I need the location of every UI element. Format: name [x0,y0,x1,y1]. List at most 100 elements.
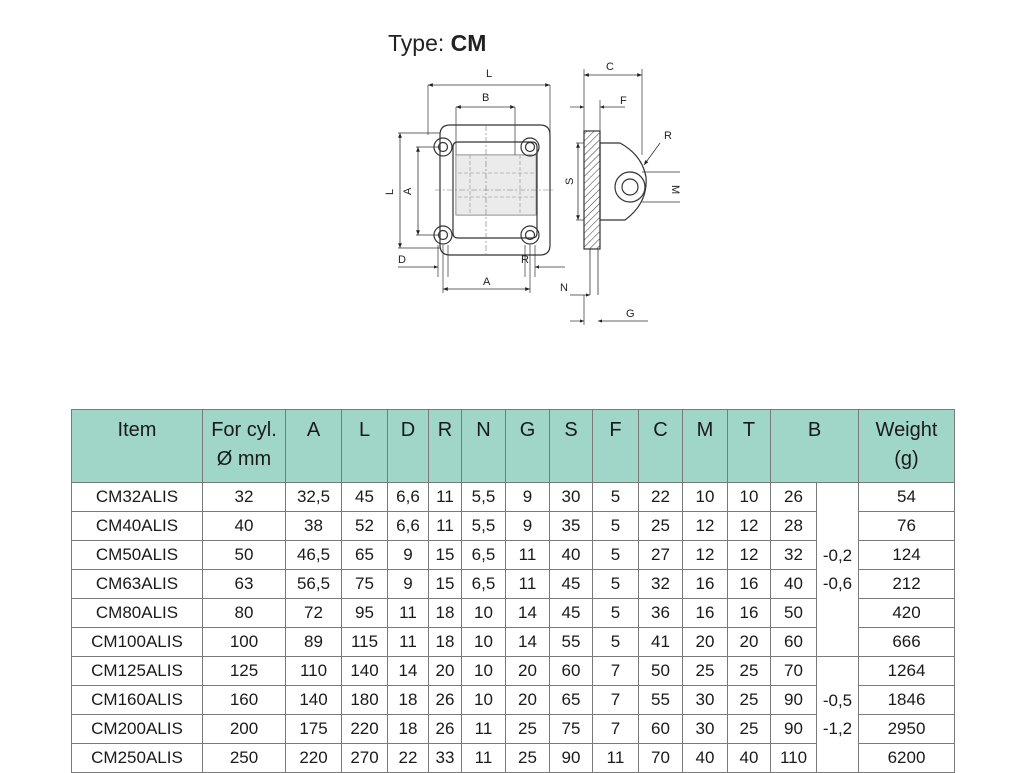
cell-b: 32 [770,540,817,570]
cell-g: 9 [505,511,550,541]
cell-weight: 1846 [858,685,955,715]
cell-a: 140 [285,685,342,715]
col-a: A [285,409,342,483]
col-c: C [638,409,683,483]
cell-s: 30 [549,482,593,512]
col-weight: Weight (g) [858,409,955,483]
cell-n: 11 [461,743,506,773]
cell-item: CM32ALIS [71,482,203,512]
label-A-bottom: A [483,276,491,288]
label-F: F [620,95,627,107]
cell-c: 41 [638,627,683,657]
cell-b: 50 [770,598,817,628]
cell-n: 10 [461,598,506,628]
cell-s: 90 [549,743,593,773]
cell-a: 110 [285,656,342,686]
cell-f: 5 [592,627,639,657]
cell-m: 12 [682,540,728,570]
col-for-cyl-line2: Ø mm [216,448,272,470]
cell-cyl: 32 [202,482,286,512]
cell-l: 115 [341,627,388,657]
col-g: G [505,409,550,483]
col-for-cyl: For cyl. Ø mm [202,409,286,483]
cell-weight: 212 [858,569,955,599]
cell-l: 65 [341,540,388,570]
cell-r: 11 [428,511,462,541]
cell-r: 15 [428,540,462,570]
cell-s: 45 [549,598,593,628]
cell-weight: 76 [858,511,955,541]
cell-a: 220 [285,743,342,773]
cell-g: 14 [505,598,550,628]
label-R-side: R [664,130,672,142]
cell-f: 5 [592,540,639,570]
label-N: N [560,282,568,294]
cell-a: 38 [285,511,342,541]
cell-l: 95 [341,598,388,628]
cell-b: 28 [770,511,817,541]
cell-a: 32,5 [285,482,342,512]
cell-g: 9 [505,482,550,512]
cell-s: 75 [549,714,593,744]
cell-t: 25 [727,714,771,744]
cell-b: 90 [770,714,817,744]
cell-cyl: 63 [202,569,286,599]
label-L-side: L [384,189,396,195]
cell-b: 26 [770,482,817,512]
cell-c: 70 [638,743,683,773]
cell-r: 15 [428,569,462,599]
cell-f: 7 [592,656,639,686]
cell-a: 46,5 [285,540,342,570]
cell-d: 9 [387,569,429,599]
col-n: N [461,409,506,483]
cell-f: 5 [592,482,639,512]
label-S: S [564,178,576,185]
cell-s: 35 [549,511,593,541]
type-code: CM [450,30,487,56]
cell-d: 14 [387,656,429,686]
cell-b: 40 [770,569,817,599]
cell-g: 11 [505,569,550,599]
tolerance-upper: -0,5 [822,690,853,710]
cell-b: 60 [770,627,817,657]
cell-g: 25 [505,714,550,744]
cell-c: 27 [638,540,683,570]
cell-t: 16 [727,569,771,599]
cell-t: 10 [727,482,771,512]
cell-n: 5,5 [461,482,506,512]
col-s: S [549,409,593,483]
cell-cyl: 250 [202,743,286,773]
cell-s: 55 [549,627,593,657]
cell-t: 12 [727,540,771,570]
cell-cyl: 200 [202,714,286,744]
col-t: T [727,409,771,483]
cell-c: 60 [638,714,683,744]
cell-weight: 54 [858,482,955,512]
cell-r: 26 [428,685,462,715]
cell-n: 6,5 [461,569,506,599]
cell-m: 10 [682,482,728,512]
col-f: F [592,409,639,483]
col-l: L [341,409,388,483]
cell-cyl: 160 [202,685,286,715]
table-header: Item For cyl. Ø mm A L D R N G S F C M T… [71,409,955,483]
cell-f: 11 [592,743,639,773]
cell-item: CM63ALIS [71,569,203,599]
col-d: D [387,409,429,483]
tolerance-cell: -0,5-1,2 [816,656,859,773]
plate-outline [439,124,551,256]
tolerance-cell: -0,2-0,6 [816,482,859,657]
cell-d: 9 [387,540,429,570]
label-L-top: L [486,68,492,80]
cell-n: 6,5 [461,540,506,570]
cell-s: 40 [549,540,593,570]
type-title: Type: CM [388,29,486,57]
cell-f: 7 [592,714,639,744]
cell-n: 10 [461,627,506,657]
col-weight-line1: Weight [875,419,938,441]
cell-weight: 420 [858,598,955,628]
cell-g: 20 [505,685,550,715]
